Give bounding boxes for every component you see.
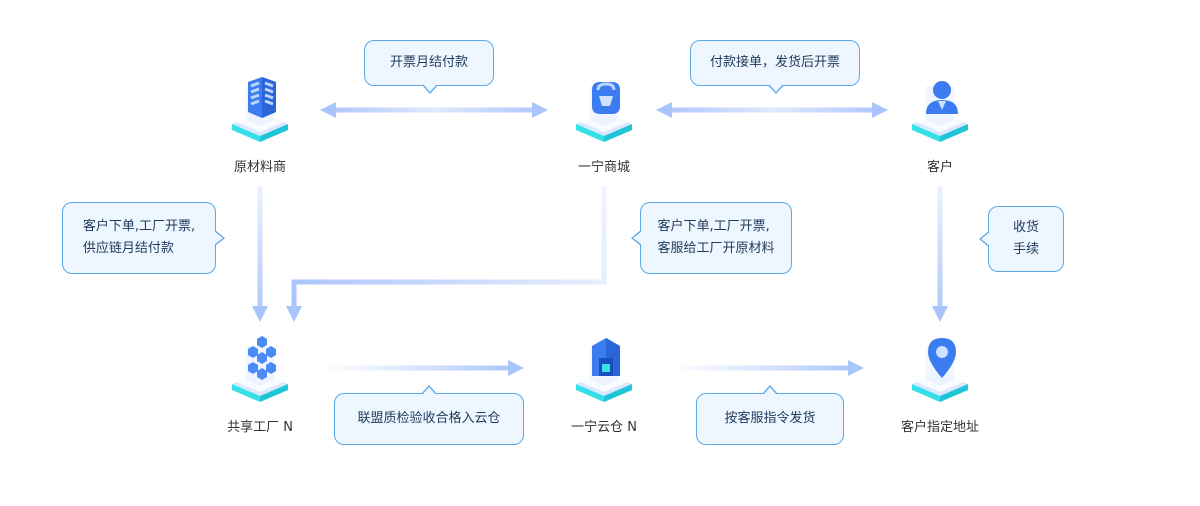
location-pin-icon (912, 338, 968, 402)
node-address: 客户指定地址 (880, 328, 1000, 435)
bubble-text: 供应链月结付款 (82, 241, 174, 256)
bubble-receipt: 收货 手续 (988, 206, 1064, 272)
bubble-tail (214, 230, 225, 246)
bubble-text: 客户下单,工厂开票, (657, 219, 770, 234)
hexagon-network-icon (232, 336, 288, 402)
bubble-tail (422, 84, 438, 94)
node-mall: 一宁商城 (544, 68, 664, 175)
node-label: 一宁云仓 N (571, 420, 637, 435)
node-label: 客户 (926, 160, 953, 175)
bubble-tail (979, 231, 990, 247)
bubble-text: 手续 (1012, 242, 1039, 257)
arrow-mall-factory (285, 186, 607, 323)
bubble-pay-order: 付款接单，发货后开票 (690, 40, 860, 86)
node-customer: 客户 (880, 68, 1000, 175)
bubble-tail (768, 84, 784, 94)
bubble-text: 客服给工厂开原材料 (657, 241, 775, 256)
user-icon (912, 81, 968, 142)
bubble-text: 联盟质检验收合格入云仓 (357, 411, 501, 426)
node-label: 客户指定地址 (900, 420, 979, 435)
bubble-tail (421, 385, 437, 395)
bubble-text: 客户下单,工厂开票, (82, 219, 196, 234)
bubble-factory-order-left: 客户下单,工厂开票, 供应链月结付款 (62, 202, 216, 274)
node-factory: 共享工厂 N (200, 328, 320, 435)
building-icon (232, 77, 288, 142)
bubble-tail (631, 230, 642, 246)
bubble-text: 按客服指令发货 (724, 411, 816, 426)
bubble-quality-check: 联盟质检验收合格入云仓 (334, 393, 524, 445)
node-warehouse: 一宁云仓 N (544, 328, 664, 435)
warehouse-icon (576, 338, 632, 402)
node-raw-material: 原材料商 (200, 68, 320, 175)
bubble-factory-order-mid: 客户下单,工厂开票, 客服给工厂开原材料 (640, 202, 792, 274)
bubble-tail (762, 385, 778, 395)
bubble-ship-order: 按客服指令发货 (696, 393, 844, 445)
bubble-text: 付款接单，发货后开票 (709, 55, 840, 70)
bubble-text: 收货 (1012, 220, 1039, 235)
node-label: 原材料商 (233, 160, 286, 175)
shopping-bag-icon (576, 82, 632, 142)
node-label: 共享工厂 N (227, 420, 293, 435)
node-label: 一宁商城 (577, 160, 630, 175)
bubble-text: 开票月结付款 (389, 55, 468, 70)
bubble-monthly-payment: 开票月结付款 (364, 40, 494, 86)
